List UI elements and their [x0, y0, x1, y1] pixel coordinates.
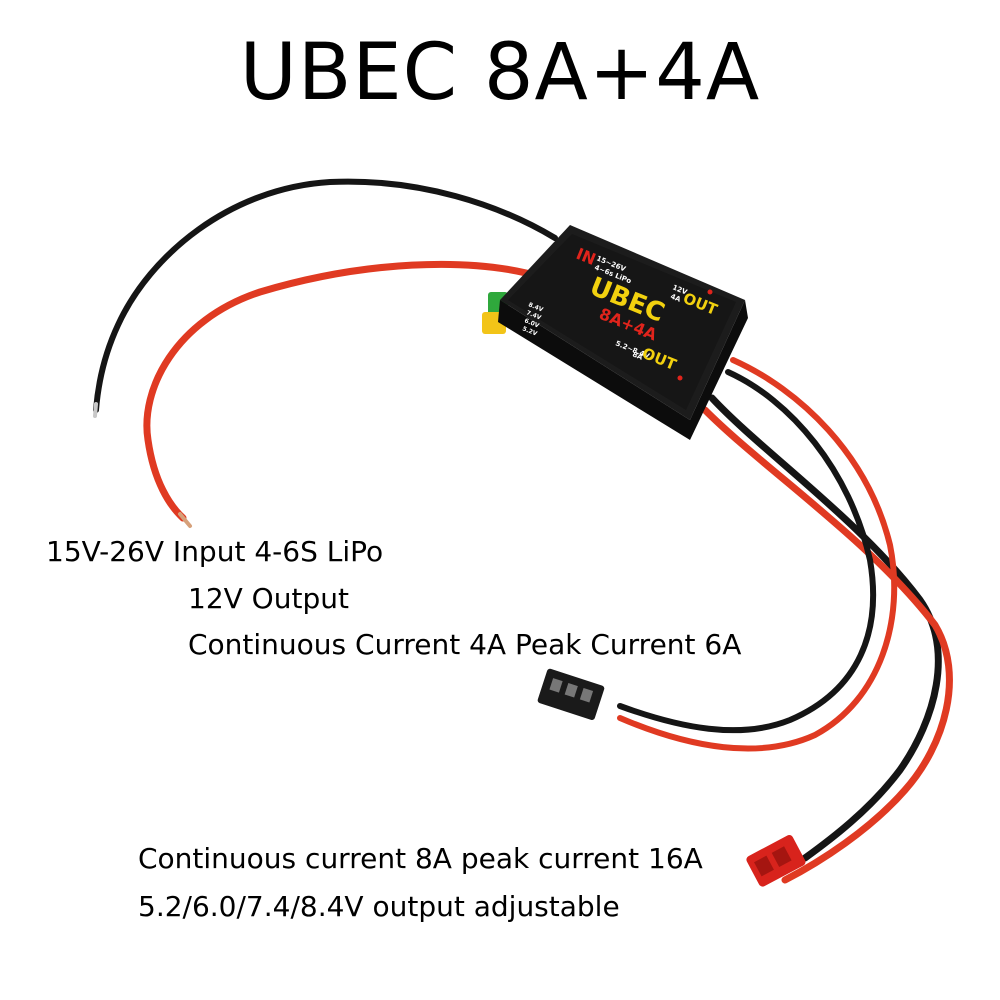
- input-red-wire-tip: [178, 512, 192, 528]
- input-red-wire: [143, 260, 549, 522]
- servo-red-wire: [617, 357, 898, 752]
- out2-spec-line2: 8A: [631, 350, 644, 361]
- screw-dot: [707, 289, 713, 295]
- ubec-module: [498, 225, 748, 440]
- jst-red-wire: [701, 406, 953, 884]
- input-black-wire: [93, 178, 558, 413]
- out1-spec-line2: 4A: [669, 292, 682, 303]
- servo-black-wire: [617, 369, 877, 734]
- caption-adjustable: 5.2/6.0/7.4/8.4V output adjustable: [138, 890, 620, 923]
- servo-connector: [537, 668, 605, 720]
- caption-input: 15V-26V Input 4-6S LiPo: [46, 535, 384, 568]
- page-title: UBEC 8A+4A: [239, 28, 761, 118]
- input-black-wire-tip: [93, 402, 98, 418]
- caption-12v-output: 12V Output: [188, 582, 349, 615]
- caption-8a-current: Continuous current 8A peak current 16A: [138, 842, 703, 875]
- caption-12v-current: Continuous Current 4A Peak Current 6A: [188, 628, 742, 661]
- screw-dot: [677, 375, 683, 381]
- jst-connector: [746, 834, 806, 887]
- jst-black-wire: [708, 394, 942, 862]
